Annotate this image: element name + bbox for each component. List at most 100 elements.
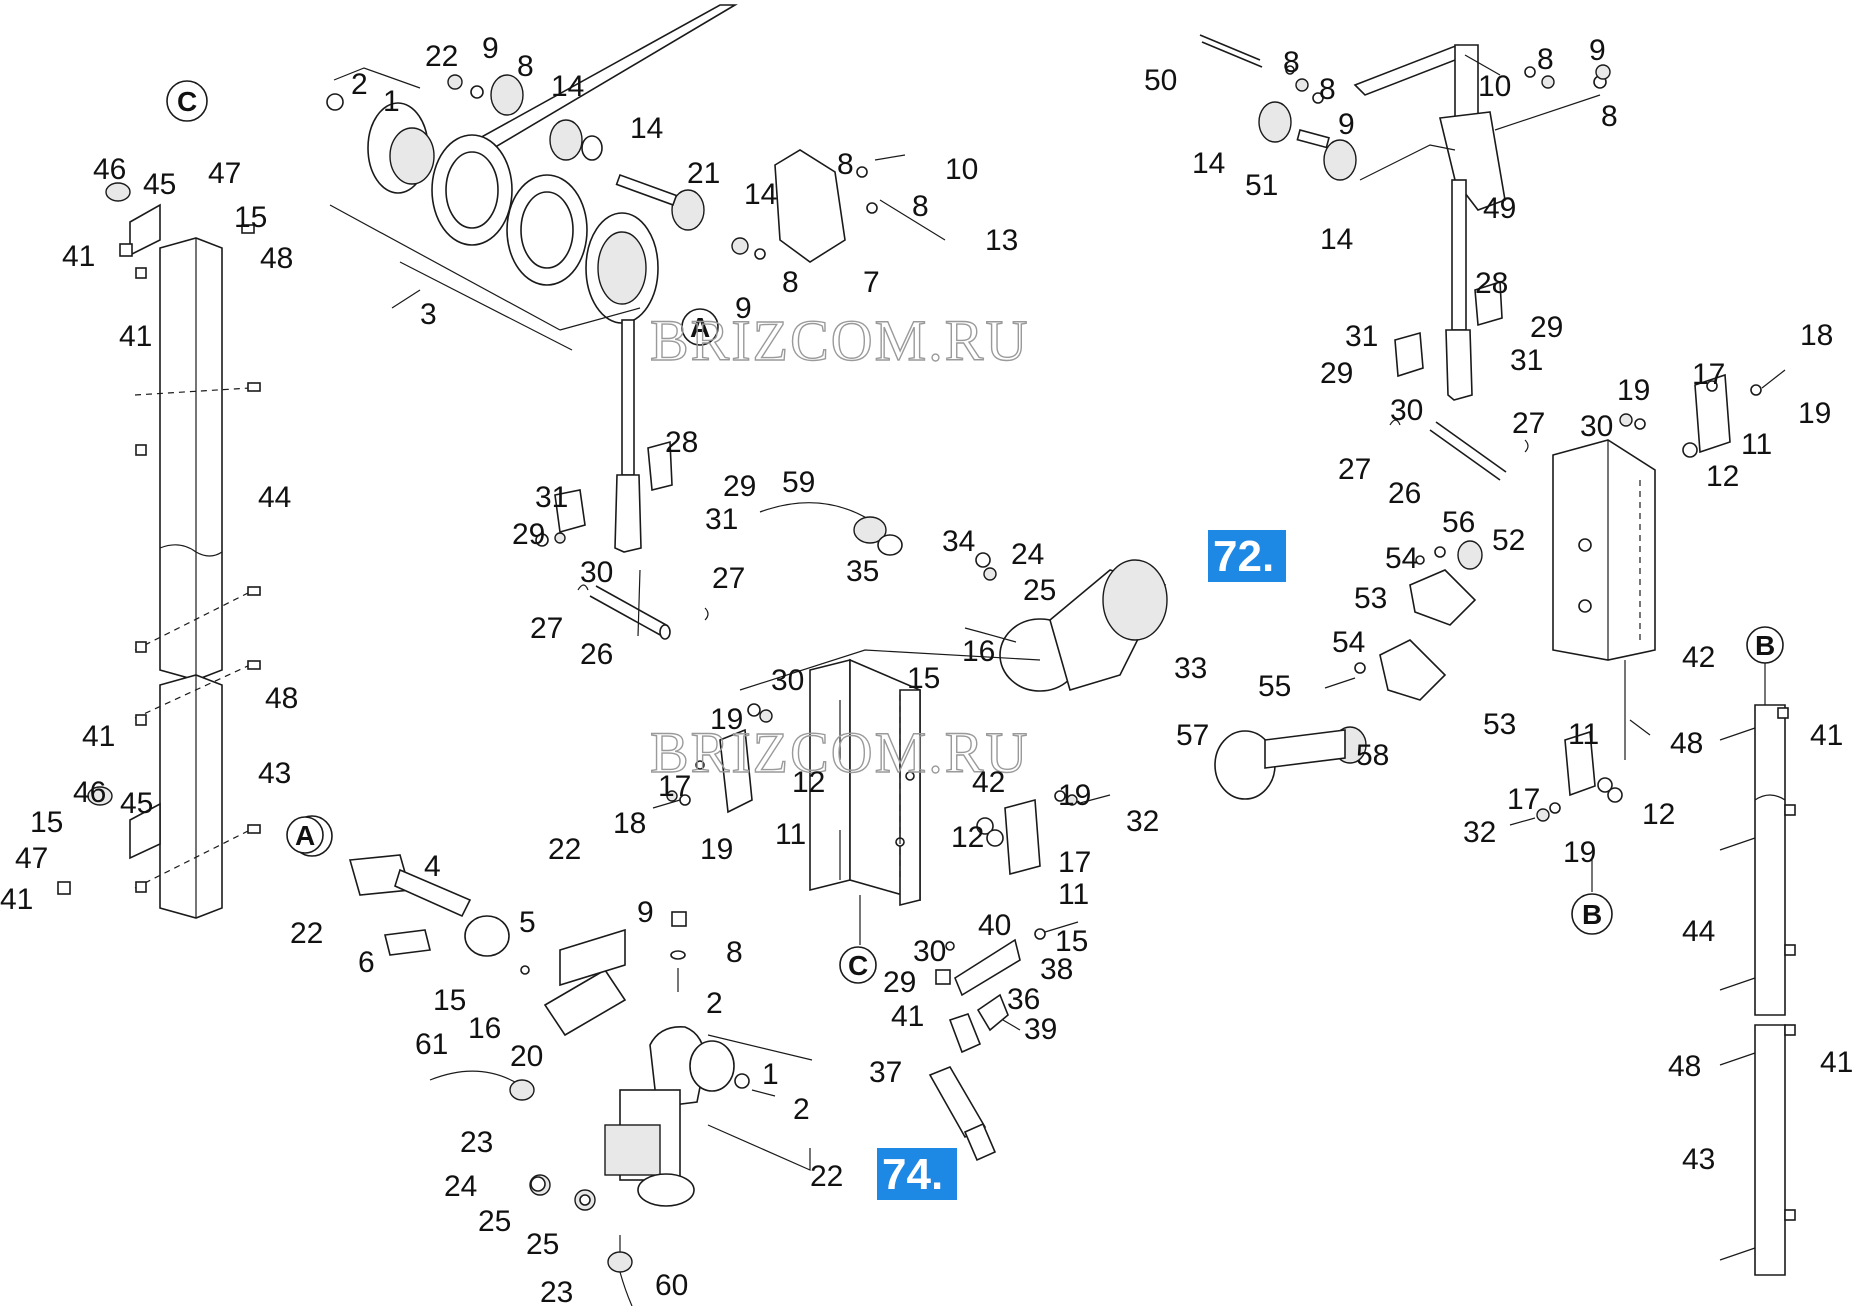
part-number-label: 30 xyxy=(1390,394,1423,427)
part-number-label: 18 xyxy=(613,807,646,840)
part-number-label: 15 xyxy=(30,806,63,839)
part-number-label: 15 xyxy=(907,662,940,695)
part-number-label: 44 xyxy=(258,481,291,514)
marker-a-top xyxy=(681,308,719,346)
part-number-label: 25 xyxy=(526,1228,559,1261)
part-number-label: 41 xyxy=(1820,1046,1853,1079)
part-number-label: 31 xyxy=(705,503,738,536)
part-number-label: 21 xyxy=(687,157,720,190)
part-number-label: 8 xyxy=(517,50,534,83)
part-number-label: 35 xyxy=(846,555,879,588)
part-number-label: 41 xyxy=(62,240,95,273)
part-number-label: 22 xyxy=(290,917,323,950)
part-number-label: 48 xyxy=(1668,1050,1701,1083)
left-strap-assembly xyxy=(535,319,709,640)
marker-label-c-top: C xyxy=(177,86,197,117)
watermark-middle: BRIZCOM.RU xyxy=(650,720,1029,785)
part-number-label: 12 xyxy=(1706,460,1739,493)
part-number-label: 42 xyxy=(972,766,1005,799)
part-number-label: 22 xyxy=(425,40,458,73)
part-number-label: 52 xyxy=(1492,524,1525,557)
part-number-label: 26 xyxy=(580,638,613,671)
part-number-label: 17 xyxy=(658,770,691,803)
right-strip-assembly xyxy=(1719,626,1796,1276)
part-number-label: 11 xyxy=(775,818,806,851)
part-number-label: 48 xyxy=(260,242,293,275)
part-number-label: 9 xyxy=(735,292,752,325)
part-number-label: 43 xyxy=(258,757,291,790)
part-number-label: 36 xyxy=(1007,983,1040,1016)
center-column-assembly xyxy=(652,502,1168,1162)
part-number-label: 59 xyxy=(782,466,815,499)
part-number-label: 39 xyxy=(1024,1013,1057,1046)
part-number-label: 58 xyxy=(1356,739,1389,772)
badge-74-label: 74. xyxy=(882,1150,943,1199)
part-number-label: 30 xyxy=(913,935,946,968)
part-number-label: 19 xyxy=(1058,779,1091,812)
part-number-label: 10 xyxy=(1478,70,1511,103)
part-number-label: 15 xyxy=(433,984,466,1017)
part-number-label: 28 xyxy=(1475,267,1508,300)
part-number-label: 56 xyxy=(1442,506,1475,539)
part-number-label: 28 xyxy=(665,426,698,459)
part-number-label: 8 xyxy=(1601,100,1618,133)
part-number-label: 22 xyxy=(810,1160,843,1193)
part-number-label: 45 xyxy=(143,168,176,201)
part-number-label: 8 xyxy=(1537,43,1554,76)
part-number-label: 6 xyxy=(358,946,375,979)
part-number-label: 34 xyxy=(942,525,975,558)
part-number-label: 23 xyxy=(460,1126,493,1159)
part-number-label: 15 xyxy=(1055,925,1088,958)
part-number-label: 45 xyxy=(120,787,153,820)
part-number-label: 25 xyxy=(478,1205,511,1238)
part-number-label: 14 xyxy=(1320,223,1353,256)
part-number-label: 11 xyxy=(1568,718,1599,751)
part-number-label: 18 xyxy=(1800,319,1833,352)
part-number-label: 41 xyxy=(0,883,33,916)
part-number-label: 30 xyxy=(580,556,613,589)
part-number-label: 20 xyxy=(510,1040,543,1073)
part-number-label: 44 xyxy=(1682,915,1715,948)
part-number-label: 53 xyxy=(1354,582,1387,615)
part-number-label: 40 xyxy=(978,909,1011,942)
part-number-label: 41 xyxy=(119,320,152,353)
part-number-label: 14 xyxy=(630,112,663,145)
part-number-label: 8 xyxy=(912,190,929,223)
part-number-label: 57 xyxy=(1176,719,1209,752)
part-number-label: 54 xyxy=(1332,626,1365,659)
badge-72-label: 72. xyxy=(1213,532,1274,581)
part-number-label: 2 xyxy=(706,987,723,1020)
part-number-label: 25 xyxy=(1023,574,1056,607)
marker-label-b-top: B xyxy=(1755,630,1775,661)
part-number-label: 38 xyxy=(1040,953,1073,986)
part-number-label: 31 xyxy=(1510,344,1543,377)
part-number-label: 17 xyxy=(1507,783,1540,816)
part-number-label: 33 xyxy=(1174,652,1207,685)
part-number-label: 11 xyxy=(1741,428,1772,461)
left-rail-assembly xyxy=(57,80,261,919)
part-number-label: 7 xyxy=(863,266,880,299)
part-number-label: 19 xyxy=(1563,836,1596,869)
part-number-label: 46 xyxy=(93,153,126,186)
part-number-label: 32 xyxy=(1463,816,1496,849)
top-left-belt-assembly xyxy=(326,4,946,351)
part-number-label: 24 xyxy=(1011,538,1044,571)
part-number-label: 19 xyxy=(700,833,733,866)
part-number-label: 29 xyxy=(512,518,545,551)
part-number-label: 31 xyxy=(1345,320,1378,353)
part-number-label: 10 xyxy=(945,153,978,186)
marker-label-a-left: A xyxy=(295,820,315,851)
part-number-label: 60 xyxy=(655,1269,688,1302)
part-number-label: 48 xyxy=(1670,727,1703,760)
part-number-label: 54 xyxy=(1385,542,1418,575)
part-number-label: 46 xyxy=(73,776,106,809)
part-number-label: 14 xyxy=(1192,147,1225,180)
part-number-label: 9 xyxy=(482,32,499,65)
part-number-label: 17 xyxy=(1058,846,1091,879)
part-number-label: 51 xyxy=(1245,169,1278,202)
part-number-label: 55 xyxy=(1258,670,1291,703)
watermark-top: BRIZCOM.RU xyxy=(650,308,1029,373)
part-number-label: 2 xyxy=(351,68,368,101)
